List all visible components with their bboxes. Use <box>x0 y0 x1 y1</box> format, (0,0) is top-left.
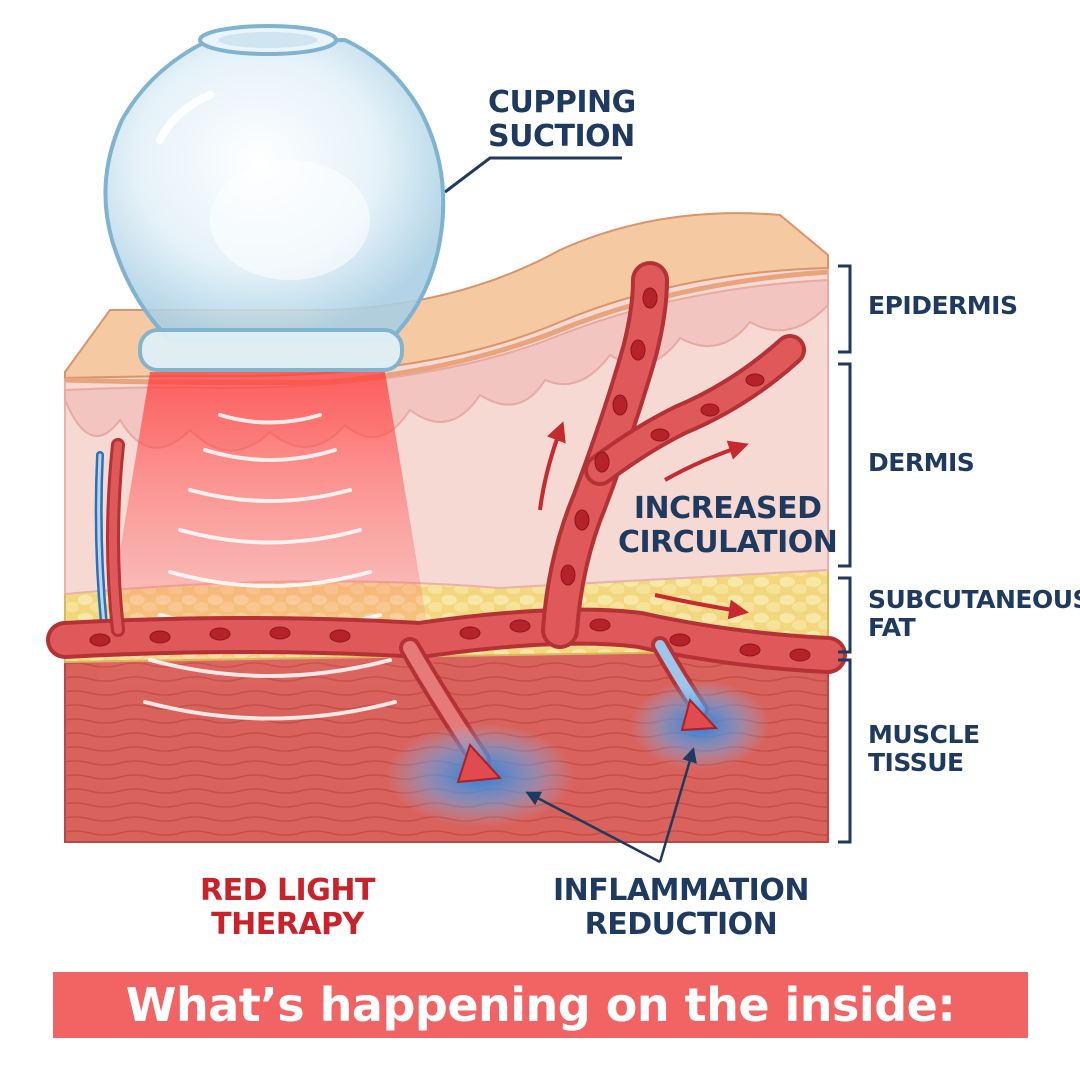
caption-banner: What’s happening on the inside: <box>53 972 1028 1038</box>
red-blood-cells <box>89 287 811 662</box>
dermis-label: DERMIS <box>868 448 975 477</box>
cupping-cup-icon <box>103 24 446 372</box>
epidermis-label: EPIDERMIS <box>868 291 1018 320</box>
caption-text: What’s happening on the inside: <box>125 978 956 1032</box>
